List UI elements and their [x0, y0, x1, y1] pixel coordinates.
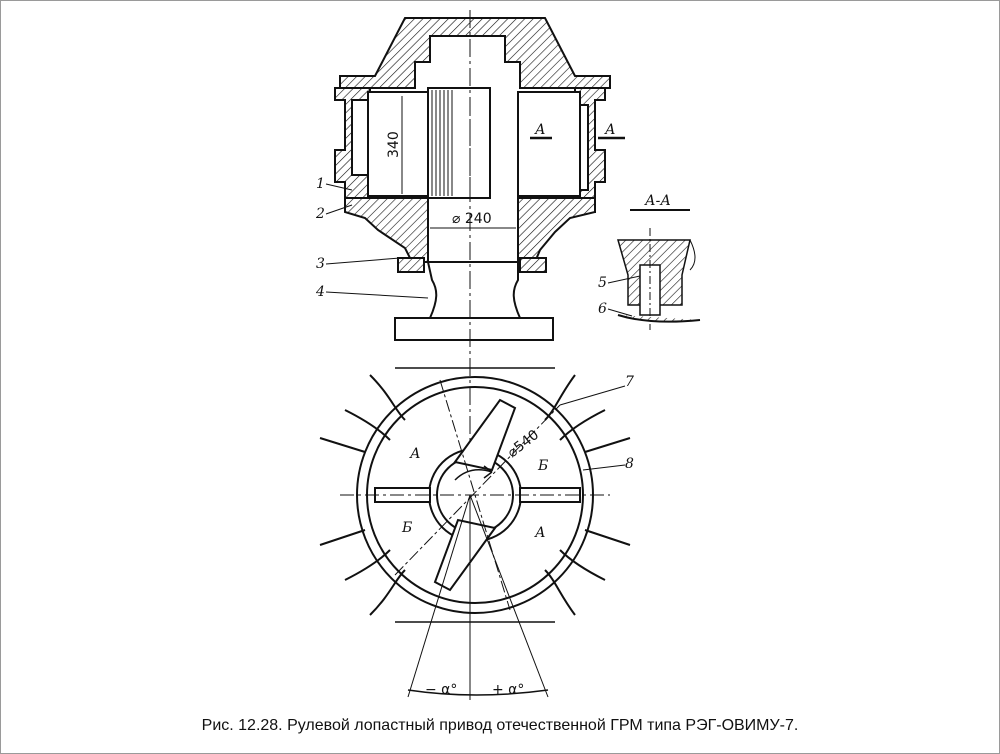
- top-cover: [339, 17, 611, 89]
- housing-ribs: [344, 367, 606, 623]
- rotor-vane-stack: [427, 87, 491, 199]
- seal-right: [519, 257, 547, 273]
- bottom-housing: [344, 197, 429, 263]
- right-flange: [574, 87, 606, 213]
- section-title: А-А: [644, 193, 671, 209]
- chamber-b-right: Б: [537, 458, 548, 474]
- stock-flange: [394, 317, 554, 341]
- dim-240-label: ⌀ 240: [452, 211, 492, 227]
- rudder-stock: [426, 261, 522, 319]
- part-number-7: 7: [625, 374, 634, 390]
- section-mark-right: А: [604, 122, 616, 138]
- part-number-2: 2: [315, 206, 325, 222]
- leader-lines: [325, 183, 641, 471]
- part-number-1: 1: [316, 176, 325, 192]
- dim-340-label: 340: [386, 131, 402, 158]
- part-number-4: 4: [315, 284, 325, 300]
- figure-caption: Рис. 12.28. Рулевой лопастный привод оте…: [201, 717, 799, 734]
- plan-section-view: [319, 367, 631, 700]
- chamber-b-left: Б: [401, 520, 412, 536]
- chamber-a-right: А: [534, 525, 546, 541]
- housing-inner-right: [517, 91, 581, 197]
- section-a-a-view: [617, 209, 701, 330]
- part-number-3: 3: [316, 256, 325, 272]
- rotor-vane-upper: [453, 398, 517, 472]
- section-mark-left: А: [534, 122, 546, 138]
- angle-plus: + α°: [492, 682, 524, 698]
- housing-inner-left: [367, 91, 429, 197]
- bottom-housing-right: [517, 197, 596, 263]
- dim-540-label: ⌀540: [505, 427, 543, 461]
- angle-minus: − α°: [425, 682, 457, 698]
- seal-left: [397, 257, 425, 273]
- left-flange: [334, 87, 371, 201]
- vertical-section-view: [334, 17, 625, 341]
- chamber-a-left: А: [409, 446, 421, 462]
- part-number-5: 5: [598, 275, 607, 291]
- part-number-8: 8: [625, 456, 634, 472]
- part-number-6: 6: [598, 301, 607, 317]
